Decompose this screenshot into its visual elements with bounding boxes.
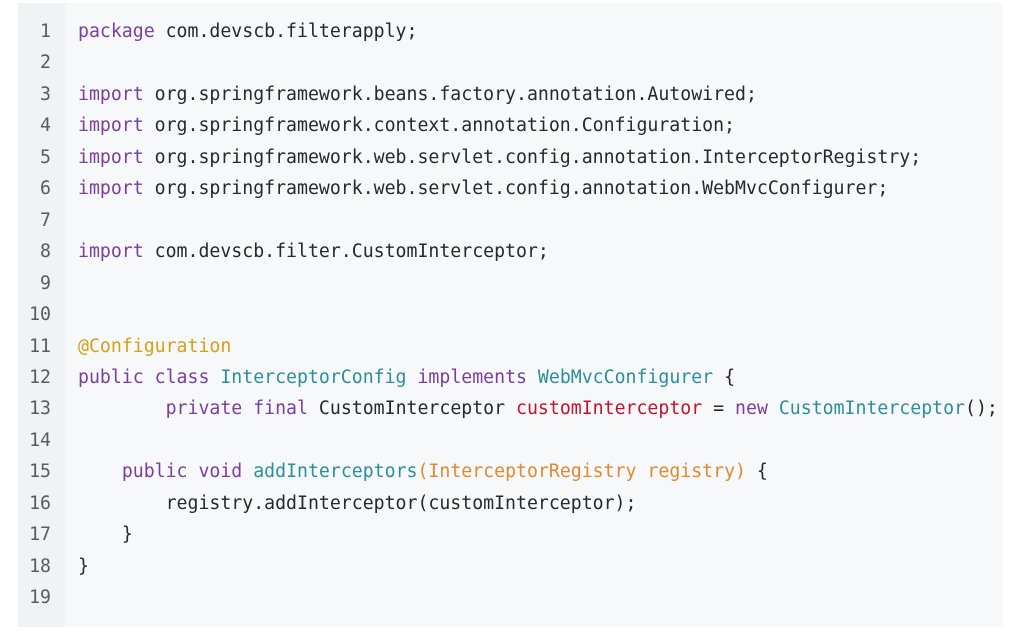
line-source: @Configuration <box>78 331 231 363</box>
line-number: 3 <box>40 83 51 105</box>
code-token: com.devscb.filterapply; <box>154 21 418 42</box>
code-token: CustomInterceptor <box>778 398 966 420</box>
code-token: addInterceptors <box>253 461 418 483</box>
line-number: 7 <box>40 209 51 231</box>
line-number: 12 <box>29 366 51 388</box>
code-token: org.springframework.web.servlet.config.a… <box>143 146 922 168</box>
line-source: import org.springframework.web.servlet.c… <box>78 142 921 174</box>
line-source: } <box>78 519 133 551</box>
line-source: package com.devscb.filterapply; <box>78 16 417 48</box>
indent <box>78 461 122 482</box>
line-number: 5 <box>40 146 51 168</box>
line-source: import org.springframework.context.annot… <box>78 110 735 142</box>
line-number: 16 <box>29 492 51 514</box>
code-token: import <box>78 241 144 263</box>
code-token: WebMvcConfigurer <box>537 366 714 388</box>
line-number: 14 <box>29 429 51 451</box>
code-token: public class <box>78 366 221 388</box>
line-number: 19 <box>29 587 51 609</box>
line-number: 6 <box>40 178 51 200</box>
code-token: { <box>745 461 768 483</box>
indent <box>78 398 166 419</box>
code-token: implements <box>406 366 538 388</box>
code-token: org.springframework.beans.factory.annota… <box>143 83 757 105</box>
code-token: (); <box>965 398 998 420</box>
line-source: import org.springframework.beans.factory… <box>78 79 757 111</box>
line-number: 13 <box>29 398 51 420</box>
code-token: import <box>78 83 144 105</box>
code-token: InterceptorConfig <box>220 366 407 388</box>
line-number: 18 <box>29 555 51 577</box>
code-token: package <box>78 21 155 42</box>
line-number: 15 <box>29 461 51 483</box>
line-number-gutter <box>18 3 65 627</box>
code-token: private final <box>165 398 319 420</box>
line-source: public void addInterceptors(InterceptorR… <box>78 456 768 488</box>
line-number: 2 <box>40 52 51 74</box>
line-number: 9 <box>40 272 51 294</box>
code-token: { <box>713 366 736 388</box>
line-number: 17 <box>29 524 51 546</box>
code-token: customInterceptor <box>516 398 703 420</box>
line-number: 10 <box>29 304 51 326</box>
code-token: = <box>702 398 736 420</box>
code-token: import <box>78 115 144 137</box>
code-token: } <box>121 524 133 546</box>
code-token: CustomInterceptor <box>318 398 517 420</box>
code-token: (InterceptorRegistry registry) <box>417 461 746 483</box>
code-token: registry.addInterceptor(customIntercepto… <box>165 492 637 514</box>
line-source: registry.addInterceptor(customIntercepto… <box>78 488 637 520</box>
line-source: } <box>78 551 89 583</box>
line-number: 4 <box>40 115 51 137</box>
line-source: private final CustomInterceptor customIn… <box>78 393 998 425</box>
code-token: @Configuration <box>78 335 232 357</box>
line-number: 11 <box>29 335 51 357</box>
code-token: import <box>78 146 144 168</box>
code-token: new <box>735 398 779 420</box>
line-source: import com.devscb.filter.CustomIntercept… <box>78 236 549 268</box>
line-number: 8 <box>40 241 51 263</box>
line-number: 1 <box>40 21 51 42</box>
line-source: import org.springframework.web.servlet.c… <box>78 173 888 205</box>
code-token: com.devscb.filter.CustomInterceptor; <box>143 241 549 263</box>
code-block: 1 package com.devscb.filterapply; 2 3 import… <box>18 3 1003 627</box>
code-token: org.springframework.web.servlet.config.a… <box>143 178 889 200</box>
code-token: org.springframework.context.annotation.C… <box>143 115 735 137</box>
code-token: } <box>78 555 89 577</box>
indent <box>78 493 166 514</box>
code-token: import <box>78 178 144 200</box>
line-source: public class InterceptorConfig implement… <box>78 362 735 394</box>
indent <box>78 524 122 545</box>
code-token: public void <box>121 461 254 483</box>
